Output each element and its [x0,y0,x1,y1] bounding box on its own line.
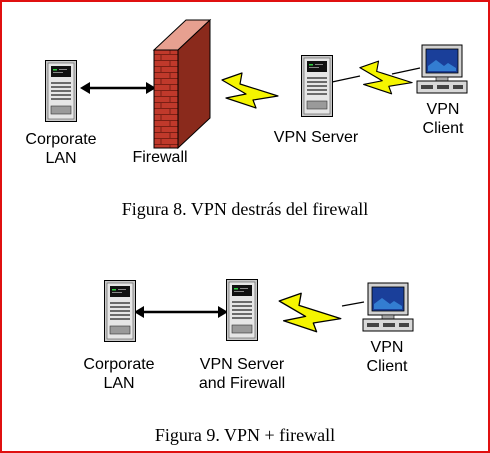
brick-wall-icon [152,18,212,150]
figure-caption-9: Figura 9. VPN + firewall [154,425,336,445]
server-tower-icon [45,60,77,122]
lightning-bolt-icon [274,290,346,334]
node-label-vpn-client-f9-line2: Client [366,358,408,375]
node-label-vpn-server-firewall-line2: and Firewall [198,375,286,392]
node-label-vpn-client-f8-line2: Client [422,120,464,137]
node-label-corporate-lan-f8-line2: LAN [45,150,77,167]
node-label-firewall: Firewall [132,149,188,166]
node-label-corporate-lan-f9-line2: LAN [103,375,135,392]
node-label-vpn-client-f9-line1: VPN [370,339,404,356]
lightning-bolt-icon [358,58,414,96]
figure-caption-8: Figura 8. VPN destrás del firewall [121,199,369,219]
server-tower-icon [104,280,136,342]
node-label-vpn-server-firewall-line1: VPN Server [199,356,285,373]
server-tower-icon [301,55,333,117]
node-label-vpn-server-f8: VPN Server [273,129,359,146]
desktop-computer-icon [362,282,414,332]
node-label-corporate-lan-f9-line1: Corporate [83,356,155,373]
node-label-vpn-client-f8-line1: VPN [426,101,460,118]
lightning-bolt-icon [218,70,282,110]
desktop-computer-icon [416,44,468,94]
node-label-corporate-lan-f8-line1: Corporate [25,131,97,148]
server-tower-icon [226,279,258,341]
